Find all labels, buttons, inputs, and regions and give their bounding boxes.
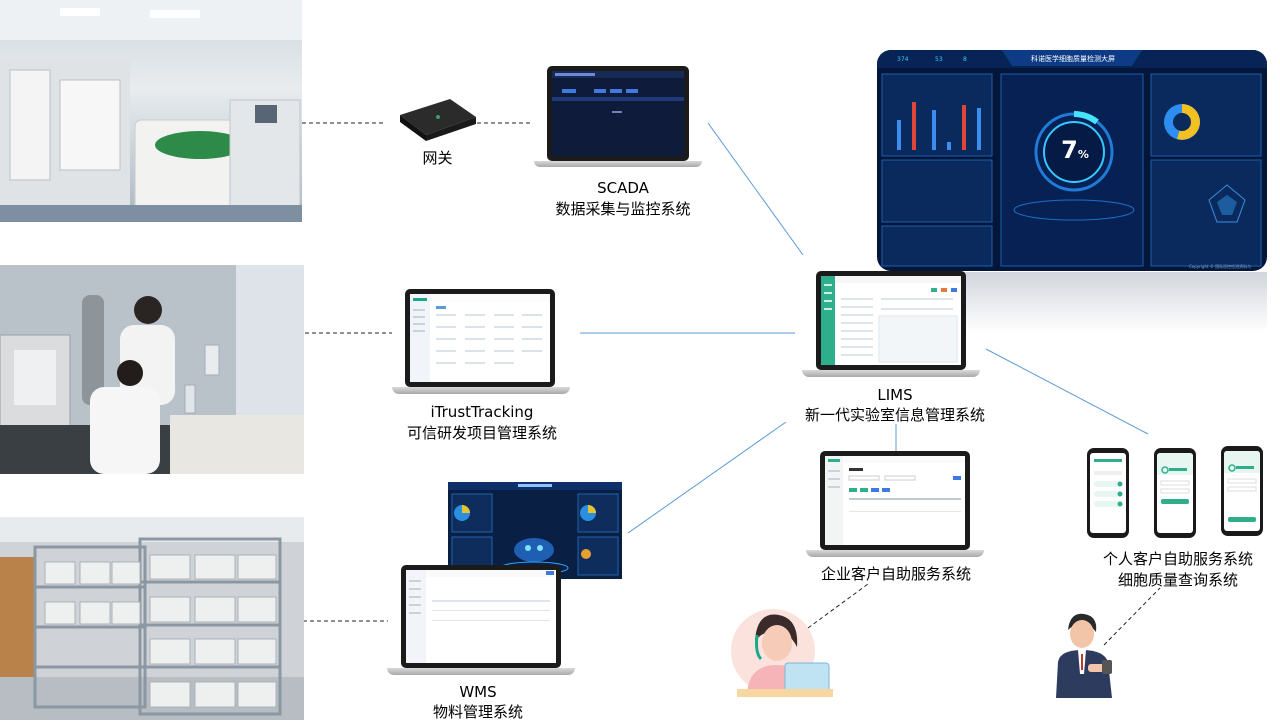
personal-line2: 细胞质量查询系统 — [1117, 571, 1238, 589]
lims-subtitle: 新一代实验室信息管理系统 — [804, 406, 985, 424]
enterprise-user-dash-line — [807, 583, 869, 629]
dashboard-stat-b: 53 — [935, 56, 943, 63]
dashboard-stat-c: 8 — [963, 56, 967, 63]
warehouse-photo — [0, 517, 304, 720]
quality-dashboard: 科诺医学细胞质量检测大屏 374 53 8 7% Copyright © 国际质… — [877, 50, 1267, 271]
personal-user-dash-line — [1103, 587, 1161, 646]
itrust-title: iTrustTracking — [430, 403, 534, 421]
phone-query-3[interactable] — [1221, 446, 1263, 536]
lims-title: LIMS — [877, 386, 913, 404]
phone-login-1[interactable] — [1087, 448, 1129, 538]
personal-line1: 个人客户自助服务系统 — [1102, 550, 1253, 568]
researchers-photo — [0, 265, 304, 474]
wms-subtitle: 物料管理系统 — [432, 703, 523, 721]
itrust-subtitle: 可信研发项目管理系统 — [406, 424, 557, 442]
dashboard-title: 科诺医学细胞质量检测大屏 — [1031, 55, 1115, 63]
scada-title: SCADA — [597, 179, 649, 197]
wms-dashboard-screen — [448, 482, 622, 579]
service-agent-illustration — [727, 601, 837, 697]
business-user-illustration — [1052, 610, 1122, 698]
lab-equipment-photo — [0, 0, 302, 222]
dashboard-stat-a: 374 — [897, 56, 909, 63]
wms-lims-line — [627, 421, 787, 534]
scada-lims-line — [707, 122, 804, 256]
lims-personal-line — [985, 348, 1149, 435]
gauge-number: 7 — [1061, 136, 1078, 164]
dashboard-footer: Copyright © 国际质控检测资料与 — [1189, 264, 1252, 269]
enterprise-label: 企业客户自助服务系统 — [820, 565, 971, 583]
scada-subtitle: 数据采集与监控系统 — [555, 200, 691, 218]
gateway-device-icon — [398, 97, 478, 141]
gauge-unit: % — [1077, 148, 1089, 161]
gateway-label: 网关 — [422, 149, 453, 167]
wms-title: WMS — [459, 683, 497, 701]
phone-query-2[interactable] — [1154, 448, 1196, 538]
dashboard-gauge-value: 7% — [1055, 136, 1095, 169]
